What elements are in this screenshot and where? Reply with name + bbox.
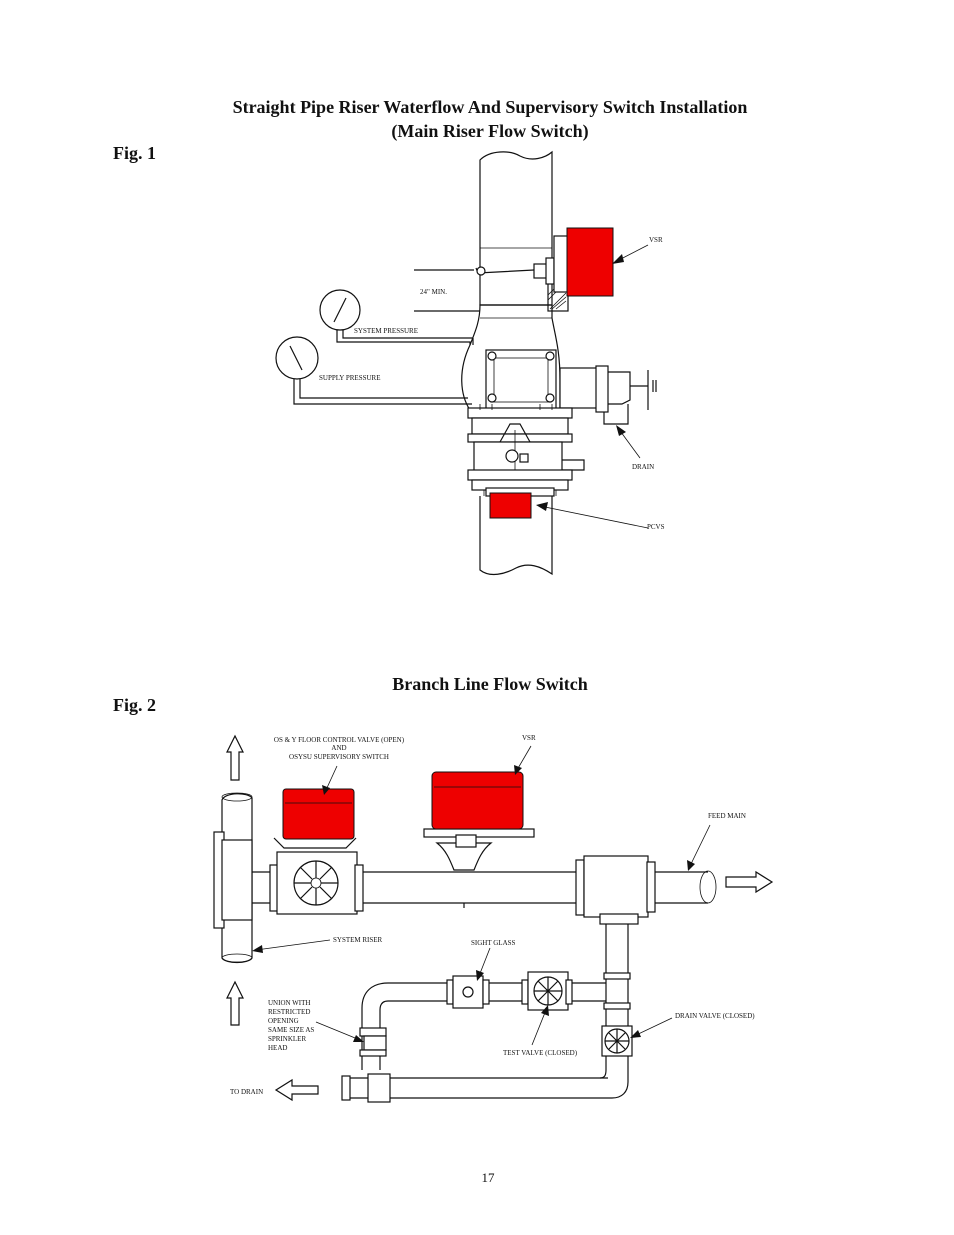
feed-main-label: FEED MAIN bbox=[708, 812, 746, 820]
osy-label-line2: AND bbox=[331, 744, 346, 752]
union-label-4: SAME SIZE AS bbox=[268, 1026, 314, 1034]
fig1-label: Fig. 1 bbox=[113, 143, 156, 163]
supply-pressure-label: SUPPLY PRESSURE bbox=[319, 374, 380, 382]
fig1-title-line1: Straight Pipe Riser Waterflow And Superv… bbox=[232, 97, 748, 117]
left-arrow bbox=[274, 1078, 319, 1102]
to-drain-label: TO DRAIN bbox=[230, 1088, 263, 1096]
min-24-label: 24" MIN. bbox=[420, 288, 447, 296]
fig2-title: Branch Line Flow Switch bbox=[392, 674, 588, 694]
fig1-diagram: VSR 24" MIN. SYSTEM PRESSURE SUPPLY PRES… bbox=[275, 150, 665, 576]
fig1-vsr-switch bbox=[566, 227, 614, 297]
drain-valve-label: DRAIN VALVE (CLOSED) bbox=[675, 1012, 755, 1020]
osy-label-line3: OSYSU SUPERVISORY SWITCH bbox=[289, 753, 389, 761]
right-arrow bbox=[725, 870, 774, 894]
fig1-pcvs-switch bbox=[489, 492, 532, 519]
osysu-switch bbox=[282, 788, 355, 840]
fig1-title-line2: (Main Riser Flow Switch) bbox=[391, 121, 589, 141]
union-label-5: SPRINKLER bbox=[268, 1035, 306, 1043]
system-pressure-label: SYSTEM PRESSURE bbox=[354, 327, 418, 335]
page-number: 17 bbox=[481, 1170, 495, 1185]
drain-label: DRAIN bbox=[632, 463, 654, 471]
osy-label-line1: OS & Y FLOOR CONTROL VALVE (OPEN) bbox=[274, 736, 405, 744]
union-label-3: OPENING bbox=[268, 1017, 299, 1025]
sight-glass-label: SIGHT GLASS bbox=[471, 939, 516, 947]
pcvs-label: PCVS bbox=[647, 523, 665, 531]
system-riser-label: SYSTEM RISER bbox=[333, 936, 383, 944]
up-arrow-top bbox=[226, 734, 244, 781]
up-arrow-bottom bbox=[226, 980, 244, 1026]
fig2-vsr-label: VSR bbox=[522, 734, 536, 742]
test-valve-label: TEST VALVE (CLOSED) bbox=[503, 1049, 578, 1057]
union-label-2: RESTRICTED bbox=[268, 1008, 310, 1016]
fig2-label: Fig. 2 bbox=[113, 695, 156, 715]
branch-vsr-switch bbox=[431, 771, 524, 830]
union-label-1: UNION WITH bbox=[268, 999, 310, 1007]
supply-pressure-gauge bbox=[275, 336, 319, 380]
fig1-vsr-label: VSR bbox=[649, 236, 663, 244]
union-label-6: HEAD bbox=[268, 1044, 287, 1052]
